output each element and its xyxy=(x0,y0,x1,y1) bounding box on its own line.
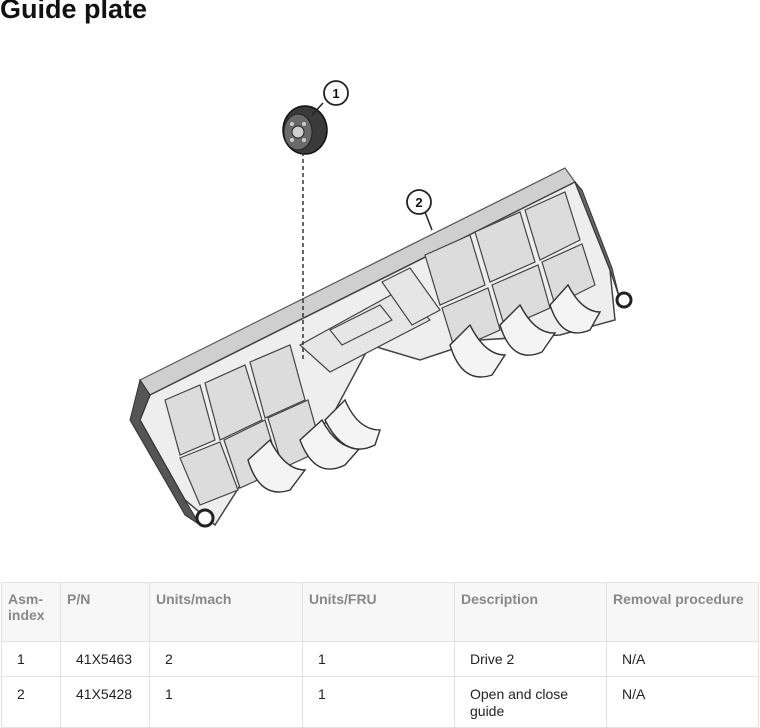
cell-pn: 41X5428 xyxy=(60,676,150,728)
cell-description: Drive 2 xyxy=(454,641,607,677)
callout-2-label: 2 xyxy=(415,195,422,210)
cell-pn: 41X5463 xyxy=(60,641,150,677)
header-units-fru: Units/FRU xyxy=(302,582,455,642)
cell-units-mach: 1 xyxy=(149,676,303,728)
table-row: 2 41X5428 1 1 Open and close guide N/A xyxy=(1,676,759,728)
page-title: Guide plate xyxy=(0,0,148,24)
cell-description: Open and close guide xyxy=(454,676,607,728)
header-description: Description xyxy=(454,582,607,642)
cell-units-fru: 1 xyxy=(302,641,455,677)
callout-1: 1 xyxy=(311,80,349,116)
cell-asm-index: 2 xyxy=(1,676,61,728)
parts-table: Asm-index P/N Units/mach Units/FRU Descr… xyxy=(1,582,759,728)
header-pn: P/N xyxy=(60,582,150,642)
callout-2: 2 xyxy=(406,189,433,231)
cell-units-mach: 2 xyxy=(149,641,303,677)
header-asm-index: Asm-index xyxy=(1,582,61,642)
drive-roller-part xyxy=(282,105,328,155)
cell-removal: N/A xyxy=(606,641,759,677)
callout-1-label: 1 xyxy=(332,86,339,101)
table-row: 1 41X5463 2 1 Drive 2 N/A xyxy=(1,641,759,677)
cell-removal: N/A xyxy=(606,676,759,728)
header-units-mach: Units/mach xyxy=(149,582,303,642)
guide-plate-part xyxy=(129,167,633,528)
guide-plate-drawing: 1 2 xyxy=(129,80,633,528)
header-removal-procedure: Removal procedure xyxy=(606,582,759,642)
cell-units-fru: 1 xyxy=(302,676,455,728)
exploded-parts-illustration: 1 2 xyxy=(0,60,760,560)
table-header-row: Asm-index P/N Units/mach Units/FRU Descr… xyxy=(1,582,759,642)
cell-asm-index: 1 xyxy=(1,641,61,677)
